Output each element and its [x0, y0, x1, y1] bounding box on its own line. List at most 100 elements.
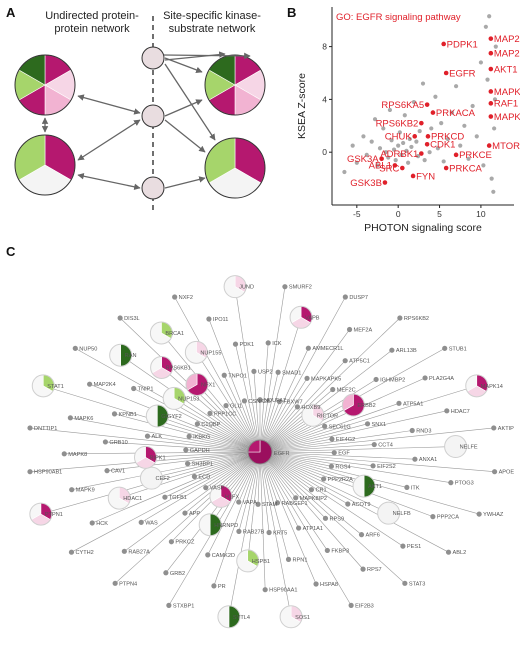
- highlighted-point: [441, 41, 446, 47]
- ks-edge-6: [164, 119, 206, 153]
- background-point: [492, 97, 498, 102]
- background-point: [393, 158, 398, 163]
- network-node-dot: [322, 423, 328, 429]
- network-edge: [174, 398, 261, 453]
- network-edge: [213, 451, 261, 586]
- protein-pie-top-outline: [14, 54, 76, 116]
- network-node-dot: [282, 284, 288, 290]
- network-node-dot: [491, 469, 498, 475]
- network-node-pie-outline: [145, 404, 169, 428]
- network-node-label: PDK1: [240, 342, 255, 348]
- network-node-dot: [444, 408, 450, 414]
- network-node-pie: [279, 605, 303, 629]
- highlighted-point: [412, 134, 418, 139]
- ppi-edge-top: [77, 94, 141, 115]
- background-point: [381, 126, 386, 131]
- network-edge: [259, 296, 346, 453]
- network-node-dot: [294, 404, 301, 410]
- network-edge: [259, 444, 375, 453]
- network-edge: [259, 451, 289, 560]
- point-label: CDK1: [430, 140, 455, 151]
- network-node-label: HSP90AB1: [34, 470, 62, 476]
- network-node-label: CEF2: [155, 476, 169, 482]
- network-node-label: MAPK6: [74, 416, 93, 422]
- network-node-dot: [409, 427, 415, 434]
- network-node-dot: [186, 433, 192, 439]
- highlighted-point: [488, 36, 494, 41]
- highlighted-point: [453, 152, 459, 158]
- highlighted-point: [410, 173, 416, 179]
- background-point: [466, 156, 471, 161]
- network-edge: [196, 384, 261, 453]
- point-label: GSK3A: [347, 154, 379, 165]
- network-edge: [165, 451, 261, 573]
- network-node-label: TGFB1: [169, 495, 187, 501]
- network-edge: [259, 317, 302, 453]
- network-node-dot: [348, 602, 354, 608]
- network-node-pie-outline: [209, 484, 233, 508]
- background-point: [377, 146, 383, 151]
- network-edge: [259, 451, 374, 467]
- network-node-dot: [285, 556, 292, 562]
- network-edge: [133, 388, 261, 453]
- network-node-dot: [389, 347, 395, 353]
- network-edge: [228, 451, 261, 617]
- network-node-label: SEC61G: [329, 424, 351, 430]
- network-edge: [247, 451, 261, 561]
- network-node-label: HCK: [96, 521, 108, 527]
- network-node-label: TNPO1: [228, 373, 247, 379]
- point-label: MAPK3: [494, 87, 520, 98]
- background-point: [492, 126, 497, 131]
- network-edge: [64, 451, 261, 455]
- network-node-dot: [371, 441, 377, 448]
- background-point: [414, 139, 419, 144]
- network-edge: [259, 329, 350, 453]
- network-node-label: EIF4G2: [336, 437, 355, 443]
- background-point: [481, 163, 486, 168]
- network-node-label: HSP90AA1: [269, 588, 297, 594]
- network-node-pie-outline: [341, 393, 365, 417]
- background-point: [350, 143, 355, 148]
- background-point: [375, 163, 380, 168]
- network-node-dot: [364, 421, 371, 427]
- y-tick-label: 4: [322, 94, 327, 104]
- network-node-label: ATP1A1: [303, 526, 323, 532]
- network-node-dot: [61, 451, 67, 457]
- network-node-dot: [194, 421, 200, 427]
- background-point: [441, 159, 446, 164]
- network-node-dot: [232, 341, 239, 347]
- background-point: [404, 148, 409, 153]
- network-node-label: NUP50: [79, 346, 97, 352]
- network-edge: [259, 451, 348, 505]
- network-node-pie-outline: [289, 305, 313, 329]
- network-node-dot: [138, 519, 144, 525]
- x-tick-label: 0: [396, 209, 401, 219]
- network-edge: [259, 451, 352, 606]
- network-edge: [70, 417, 261, 453]
- network-edge: [238, 451, 261, 532]
- network-edge: [259, 451, 299, 529]
- network-edges: [29, 286, 495, 617]
- network-node-label: HOXB9: [301, 405, 320, 411]
- network-edge: [259, 389, 333, 453]
- ks-edge-3: [163, 52, 251, 60]
- network-edge: [120, 354, 261, 453]
- point-label: EGFR: [449, 68, 476, 79]
- network-edge: [259, 446, 456, 453]
- network-edge: [174, 296, 261, 453]
- highlighted-point: [430, 110, 436, 115]
- network-node-pie: [31, 374, 55, 398]
- network-node-dot: [329, 436, 335, 442]
- network-edge: [223, 375, 261, 453]
- network-node-dot: [293, 495, 299, 501]
- network-node-label: RAB27A: [128, 549, 150, 555]
- point-label: PDPK1: [447, 39, 478, 50]
- network-node-pie-slice: [146, 404, 158, 428]
- kinase-node: [141, 176, 165, 200]
- network-node-dot: [265, 340, 271, 346]
- network-node-dot: [397, 315, 403, 321]
- network-node-dot: [328, 463, 335, 469]
- network-node-pie-outline: [149, 321, 173, 345]
- network-node-label: PRKCZ: [175, 540, 195, 546]
- network-node-dot: [370, 463, 376, 469]
